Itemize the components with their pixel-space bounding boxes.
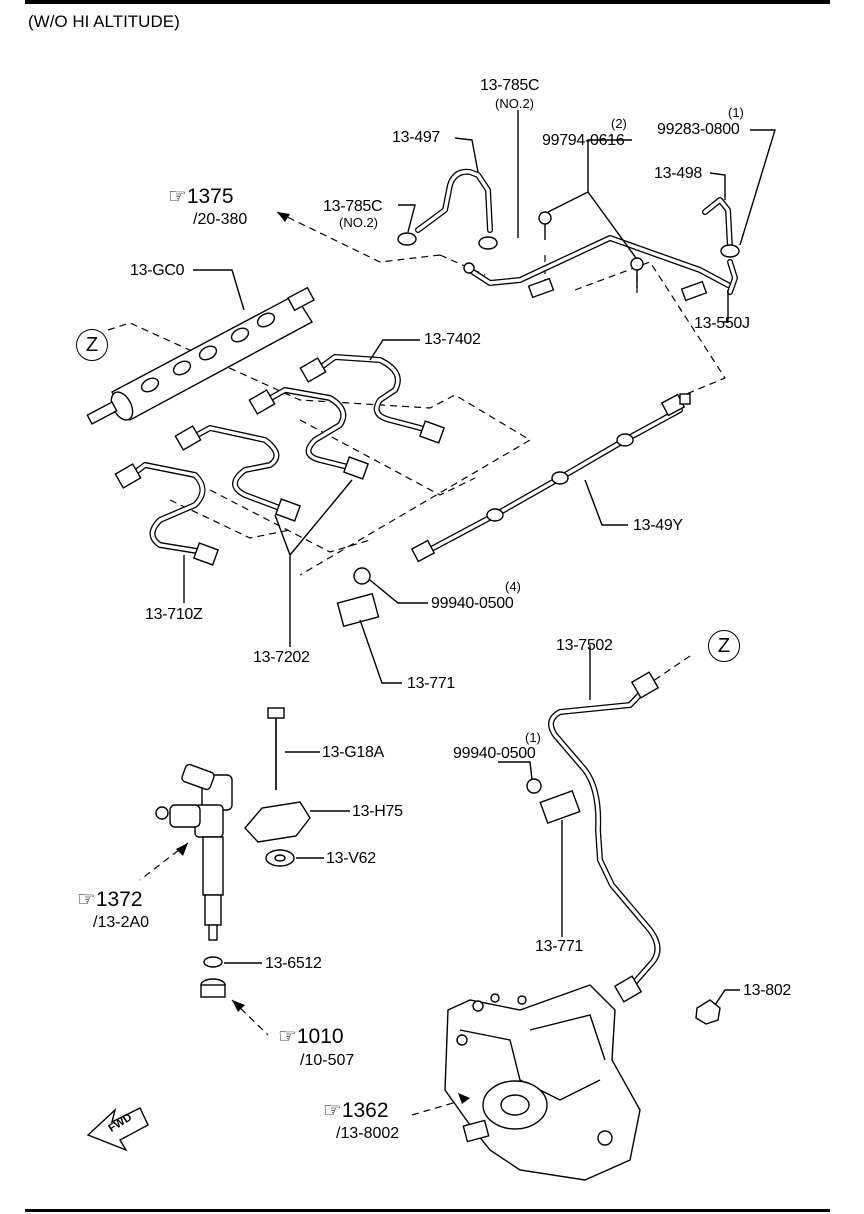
fwd-arrow [86, 1107, 149, 1152]
ref-1372[interactable]: ☞1372 [77, 889, 143, 910]
label-13-710z[interactable]: 13-710Z [145, 606, 203, 623]
label-13-771-top[interactable]: 13-771 [407, 675, 456, 692]
ref-1010-number: 1010 [296, 1025, 344, 1048]
leak-off-pipe [410, 393, 691, 563]
ref-1375-number: 1375 [186, 185, 234, 208]
arrowhead-1362 [458, 1093, 470, 1104]
qty-99940-bottom: (1) [525, 730, 541, 745]
label-13-h75[interactable]: 13-H75 [352, 803, 403, 820]
label-99940-0500-top[interactable]: 99940-0500 [431, 595, 514, 612]
arrowhead-1372 [176, 843, 188, 856]
common-rail [86, 286, 315, 425]
qty-99794: (2) [611, 116, 627, 131]
label-13-802[interactable]: 13-802 [743, 982, 792, 999]
label-13-497[interactable]: 13-497 [392, 129, 441, 146]
note-13-785c-top: (NO.2) [495, 96, 534, 111]
label-13-498[interactable]: 13-498 [654, 165, 703, 182]
return-hose-assembly [397, 168, 740, 302]
arrowhead-1375 [277, 212, 290, 222]
label-13-v62[interactable]: 13-V62 [326, 850, 376, 867]
ref-1010[interactable]: ☞1010 [278, 1026, 344, 1047]
ref-1372-number: 1372 [95, 888, 143, 911]
label-13-771-bottom[interactable]: 13-771 [535, 938, 584, 955]
qty-99940-top: (4) [505, 579, 521, 594]
supply-pump [444, 984, 641, 1181]
hand-pointer-icon: ☞ [77, 888, 96, 911]
qty-99283: (1) [728, 105, 744, 120]
label-13-7202[interactable]: 13-7202 [253, 649, 310, 666]
injection-pipes [114, 354, 446, 566]
bottom-rule [25, 1209, 830, 1212]
ref-1362-sub: /13-8002 [336, 1125, 400, 1142]
label-13-49y[interactable]: 13-49Y [633, 517, 683, 534]
clamps-and-nuts [336, 567, 721, 1025]
ref-1362-number: 1362 [341, 1099, 389, 1122]
label-99940-0500-bottom[interactable]: 99940-0500 [453, 745, 536, 762]
hand-pointer-icon: ☞ [278, 1025, 297, 1048]
label-13-gc0[interactable]: 13-GC0 [130, 262, 185, 279]
label-13-785c-top[interactable]: 13-785C [480, 77, 540, 94]
label-99794-0616[interactable]: 99794-0616 [542, 132, 625, 149]
label-13-785c-left[interactable]: 13-785C [323, 198, 383, 215]
hand-pointer-icon: ☞ [168, 185, 187, 208]
ref-1375-sub: /20-380 [193, 211, 248, 228]
ref-1010-sub: /10-507 [300, 1052, 355, 1069]
injector-assembly [155, 707, 311, 998]
arrowhead-1010 [232, 1000, 245, 1012]
top-rule [25, 0, 830, 4]
hand-pointer-icon: ☞ [323, 1099, 342, 1122]
leader-lines [183, 110, 776, 1006]
label-13-7402[interactable]: 13-7402 [424, 331, 481, 348]
z-marker-left: Z [76, 329, 108, 361]
page-title: (W/O HI ALTITUDE) [28, 12, 180, 31]
ref-1375[interactable]: ☞1375 [168, 186, 234, 207]
note-13-785c-left: (NO.2) [339, 215, 378, 230]
ref-1362[interactable]: ☞1362 [323, 1100, 389, 1121]
ref-1372-sub: /13-2A0 [93, 914, 150, 931]
high-pressure-pipe [548, 671, 661, 1003]
label-13-550j[interactable]: 13-550J [694, 315, 750, 332]
label-13-7502[interactable]: 13-7502 [556, 637, 613, 654]
label-99283-0800[interactable]: 99283-0800 [657, 121, 740, 138]
z-marker-right: Z [708, 630, 740, 662]
label-13-g18a[interactable]: 13-G18A [322, 744, 384, 761]
label-13-6512[interactable]: 13-6512 [265, 955, 322, 972]
